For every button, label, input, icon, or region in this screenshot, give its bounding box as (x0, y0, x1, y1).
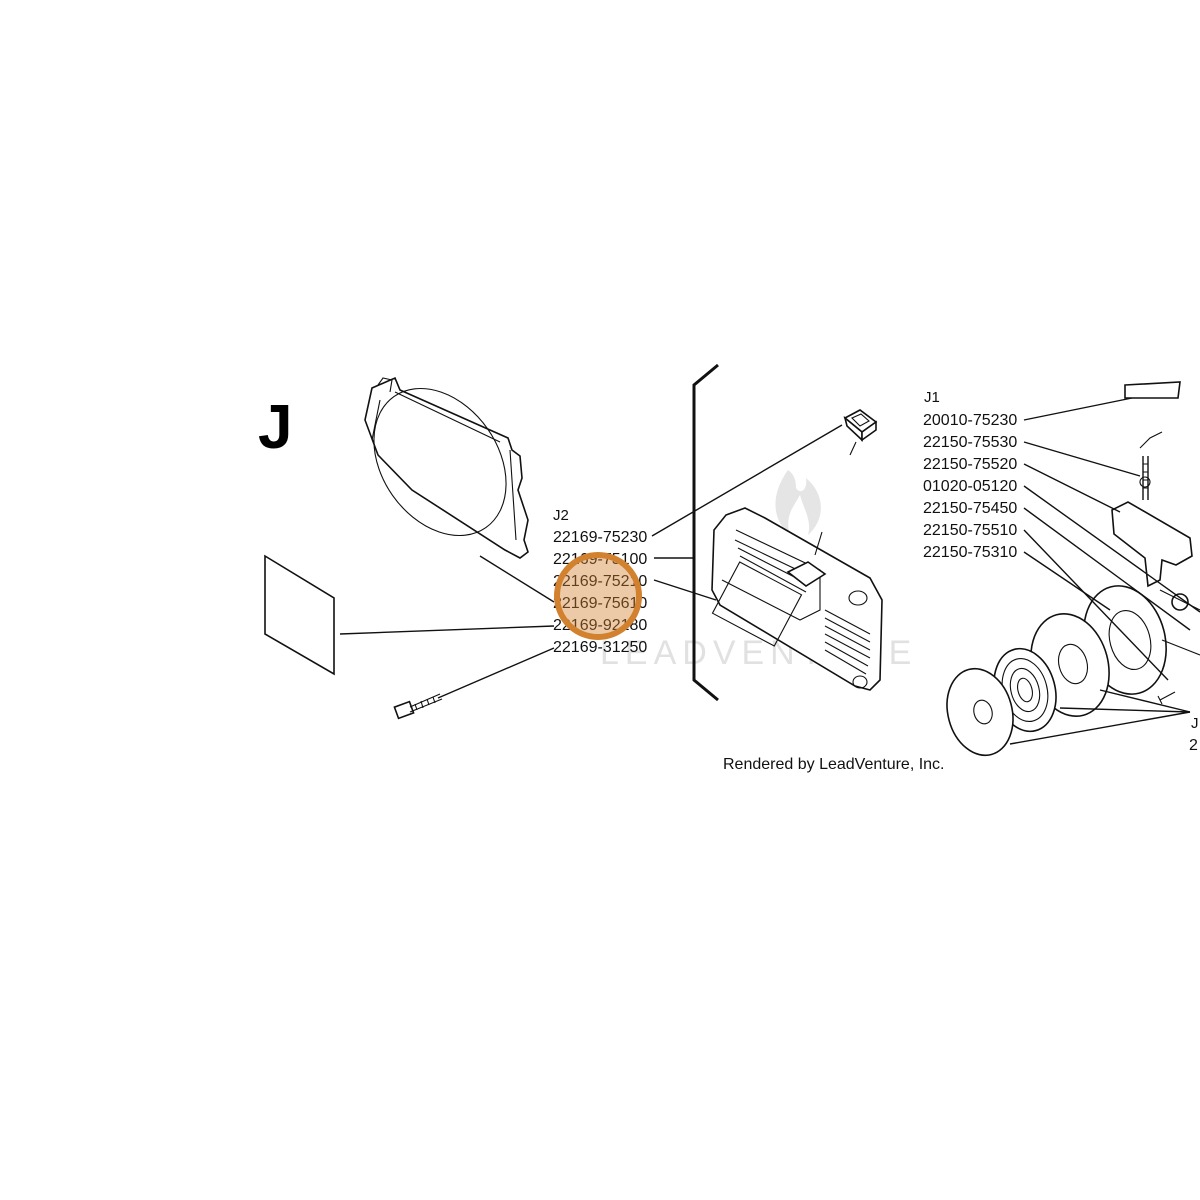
group-label-j1: J1 (924, 389, 940, 406)
starter-cover-part (711, 507, 883, 691)
grommet-part (843, 409, 878, 442)
group-label-fragment: J (1191, 715, 1199, 732)
part-number: 22150-75520 (923, 456, 1017, 473)
decal-part (1124, 381, 1181, 399)
small-screw-part (1157, 691, 1176, 705)
part-number: 22150-75450 (923, 500, 1017, 517)
highlight-ring (554, 552, 642, 640)
part-number-highlighted: 22169-75610 (553, 595, 647, 612)
flame-icon (775, 470, 821, 535)
part-number: 22169-31250 (553, 639, 647, 656)
part-number: 20010-75230 (923, 412, 1017, 429)
part-number: 22169-75230 (553, 529, 647, 546)
washer-part (946, 667, 1014, 757)
screw-part (393, 693, 443, 720)
section-label: J (258, 393, 292, 462)
leader-lines (339, 397, 1200, 745)
fan-housing-part (364, 376, 529, 559)
credit-text: Rendered by LeadVenture, Inc. (723, 756, 945, 773)
starter-rope-part (1139, 431, 1163, 500)
group-label-j2: J2 (553, 507, 569, 524)
part-number: 01020-05120 (923, 478, 1017, 495)
label-sheet-part (264, 554, 335, 676)
part-number: 22150-75310 (923, 544, 1017, 561)
part-number: 22150-75510 (923, 522, 1017, 539)
starter-handle-part (1111, 501, 1193, 588)
part-number: 22150-75530 (923, 434, 1017, 451)
part-number: 22169-75210 (553, 573, 647, 590)
group-bracket (692, 363, 719, 702)
part-number-fragment: 2 (1189, 737, 1198, 754)
